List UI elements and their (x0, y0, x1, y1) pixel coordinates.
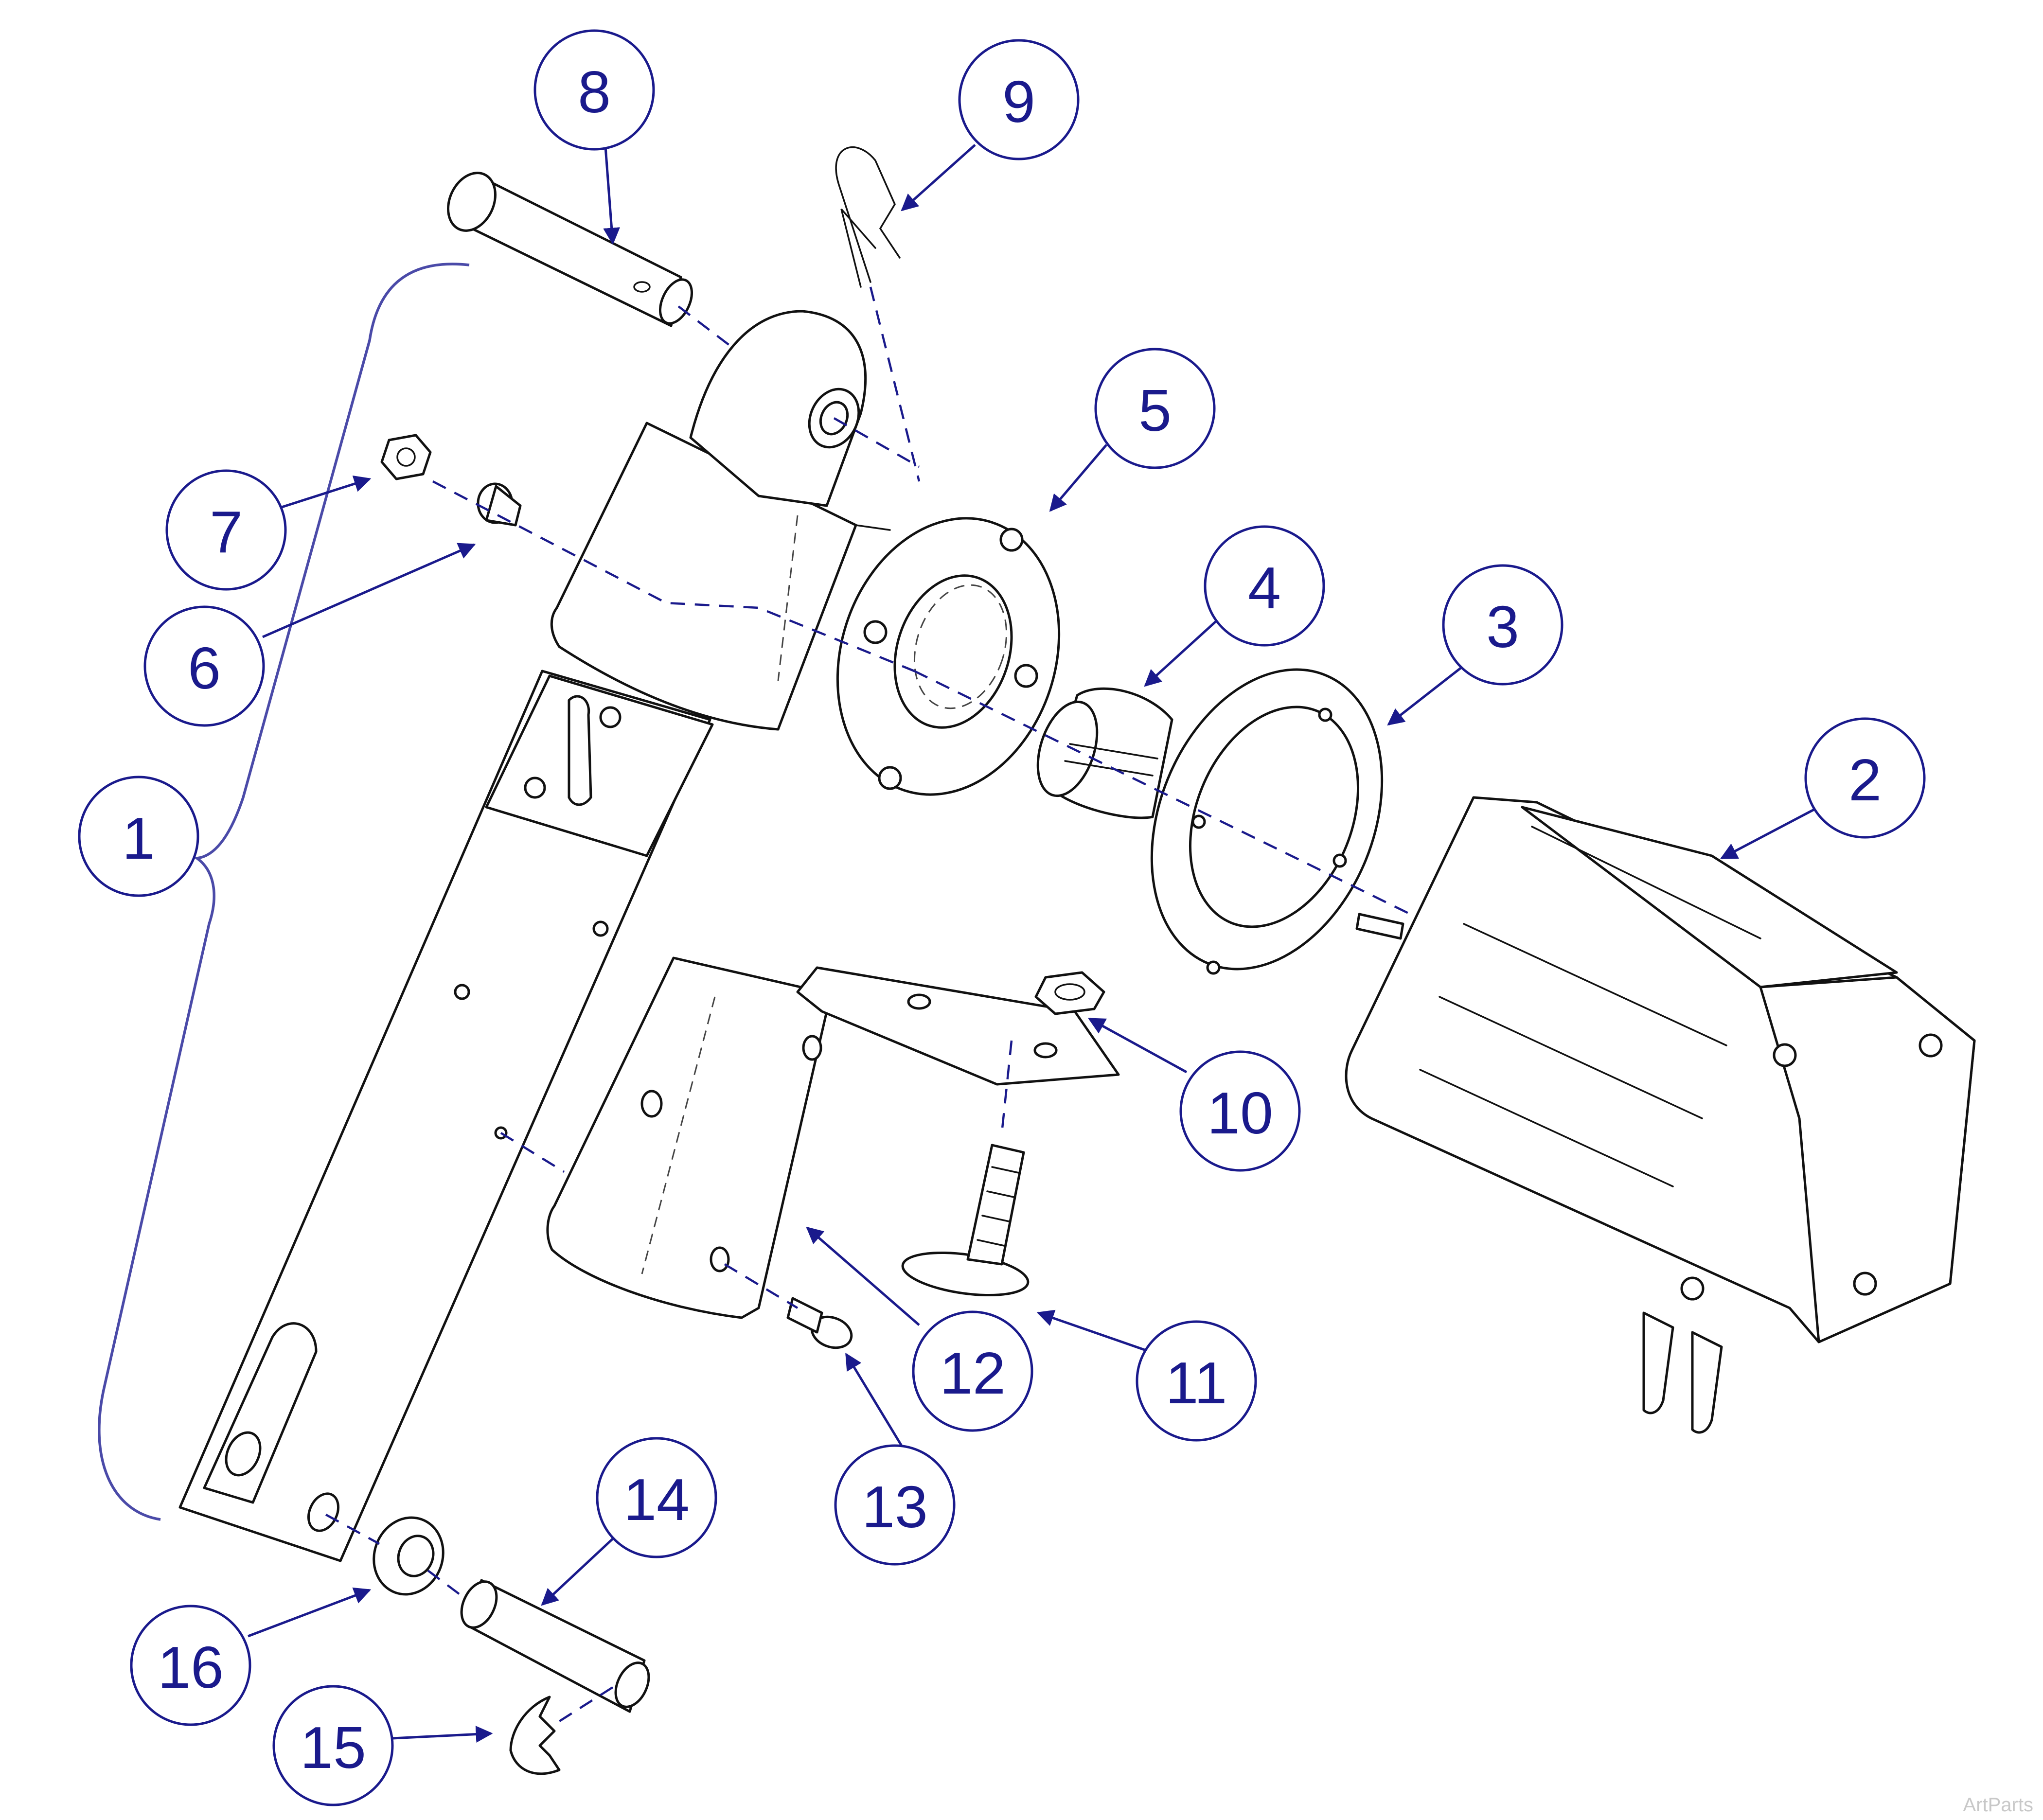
pivot-pin-14 (460, 1579, 650, 1713)
callout-7: 7 (165, 469, 287, 591)
set-screw-6 (477, 482, 522, 527)
callout-11: 11 (1136, 1320, 1257, 1442)
svg-text:2: 2 (1848, 747, 1882, 813)
svg-text:9: 9 (1002, 69, 1035, 135)
svg-text:13: 13 (862, 1474, 928, 1540)
callout-1: 1 (78, 776, 199, 897)
svg-text:5: 5 (1138, 377, 1172, 443)
svg-text:8: 8 (578, 59, 611, 125)
callout-2: 2 (1804, 717, 1926, 839)
leveling-foot (901, 1144, 1030, 1297)
motor (1345, 796, 1976, 1434)
callout-16: 16 (130, 1605, 251, 1726)
callout-14: 14 (596, 1437, 717, 1558)
flange-plate (836, 517, 1061, 796)
mounting-bracket (546, 956, 1120, 1319)
leader-arrows (248, 144, 1815, 1743)
callout-15: 15 (272, 1685, 394, 1806)
callout-8: 8 (533, 29, 655, 151)
callout-9: 9 (958, 39, 1080, 160)
clevis-pin-8 (447, 172, 693, 327)
svg-text:14: 14 (623, 1467, 690, 1533)
spacer-bushing-16 (373, 1516, 444, 1596)
svg-text:4: 4 (1248, 555, 1281, 621)
coupler (1036, 687, 1173, 819)
hex-nut-10 (1034, 971, 1105, 1015)
svg-text:11: 11 (1166, 1350, 1227, 1416)
hex-nut-7 (380, 434, 432, 480)
e-clip-15 (509, 1696, 561, 1775)
svg-text:16: 16 (158, 1634, 224, 1700)
hairpin-clip-9 (835, 146, 901, 288)
svg-text:10: 10 (1207, 1080, 1273, 1146)
gasket-ring (1150, 668, 1384, 975)
actuator-tube (178, 670, 714, 1562)
assembly-brace (98, 263, 470, 1521)
callout-13: 13 (834, 1444, 956, 1566)
callout-4: 4 (1204, 525, 1325, 647)
svg-text:1: 1 (122, 805, 155, 871)
callout-10: 10 (1179, 1050, 1301, 1172)
svg-text:6: 6 (188, 635, 221, 701)
svg-text:15: 15 (300, 1714, 366, 1781)
assembly-lines (325, 286, 1411, 1722)
watermark: ArtParts (1963, 1794, 2033, 1816)
callout-5: 5 (1094, 348, 1216, 469)
callout-6: 6 (143, 605, 265, 727)
svg-text:12: 12 (940, 1340, 1006, 1406)
svg-text:3: 3 (1486, 594, 1519, 660)
svg-text:7: 7 (210, 499, 243, 565)
callout-12: 12 (912, 1310, 1033, 1432)
screw-13 (786, 1297, 853, 1349)
callout-3: 3 (1442, 564, 1563, 686)
